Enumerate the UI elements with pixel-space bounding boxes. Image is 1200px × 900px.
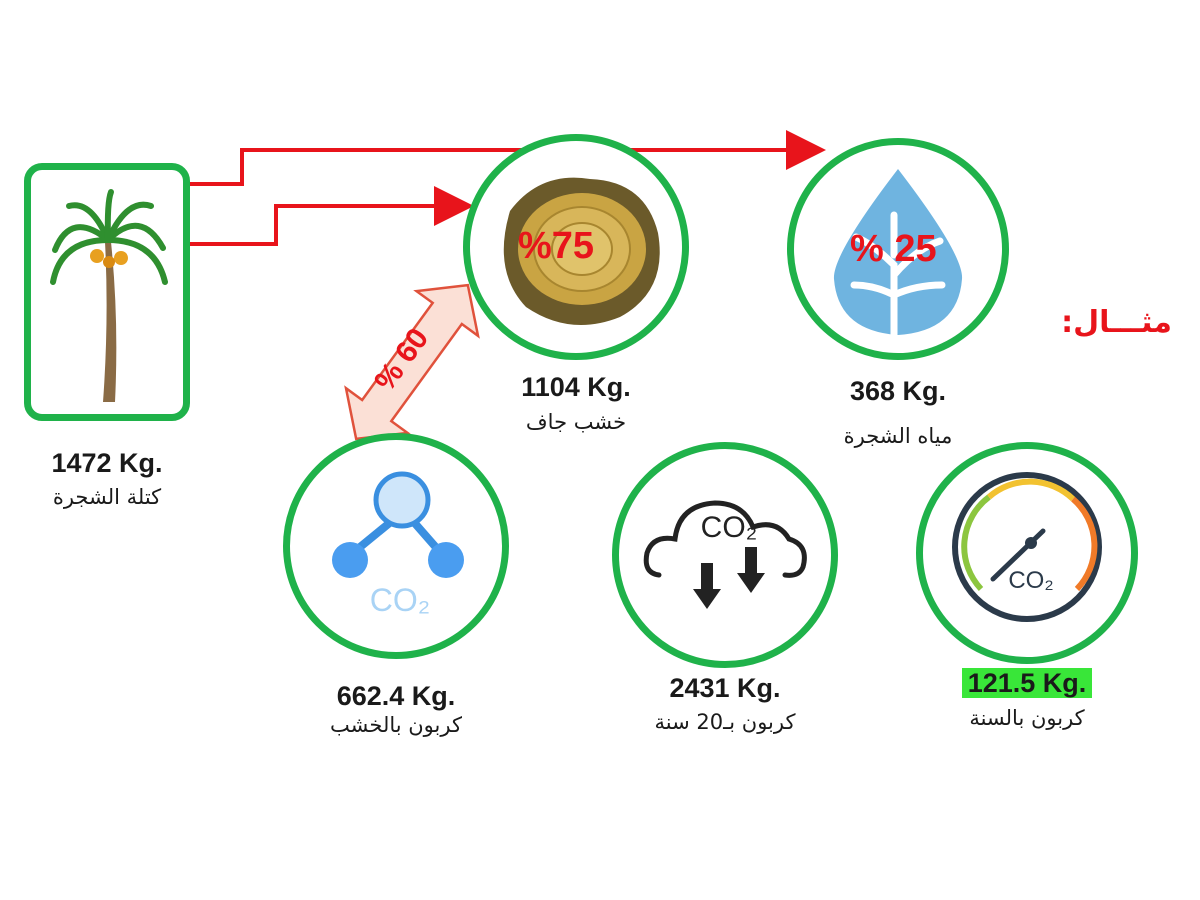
carbon-year-highlight: 121.5 Kg.: [961, 668, 1093, 698]
carbon-20y-value: 2431 Kg.: [669, 673, 781, 703]
dry-wood-percent: %75: [518, 225, 595, 267]
carbon-20y-label: كربون بـ20 سنة: [654, 710, 796, 734]
dry-wood-value: 1104 Kg.: [521, 372, 631, 402]
wood-carbon-value: 662.4 Kg.: [336, 681, 456, 711]
gauge-icon: [952, 472, 1102, 622]
dry-wood-node: [463, 134, 689, 360]
water-node: [787, 138, 1009, 360]
tree-value: 1472 Kg.: [51, 448, 163, 478]
palm-tree-icon: [50, 189, 168, 402]
dry-wood-label: خشب جاف: [525, 410, 627, 434]
co2-label-2: CO₂: [700, 511, 758, 544]
carbon-year-value: 121.5 Kg.: [927, 668, 1127, 699]
wood-carbon-node: CO₂: [283, 433, 509, 659]
water-value: 368 Kg.: [849, 376, 947, 406]
co2-molecule-icon: [332, 471, 464, 578]
wood-cross-section-icon: [503, 177, 660, 325]
page-title: مثـــال:: [1061, 305, 1172, 340]
cloud-down-arrows-icon: [643, 500, 807, 609]
water-label: مياه الشجرة: [843, 424, 953, 448]
tree-node: [24, 163, 190, 421]
conversion-arrow: [344, 283, 480, 441]
carbon-year-label: كربون بالسنة: [969, 706, 1085, 730]
water-percent: % 25: [850, 228, 937, 270]
carbon-year-node: CO₂: [916, 442, 1138, 664]
co2-label-1: CO₂: [369, 582, 431, 618]
co2-label-3: CO₂: [1008, 567, 1054, 594]
tree-label: كتلة الشجرة: [52, 485, 162, 509]
arrow-to-dry-wood: [190, 186, 474, 246]
wood-carbon-label: كربون بالخشب: [330, 713, 462, 737]
water-drop-tree-icon: [833, 169, 963, 339]
carbon-20y-node: CO₂: [612, 442, 838, 668]
